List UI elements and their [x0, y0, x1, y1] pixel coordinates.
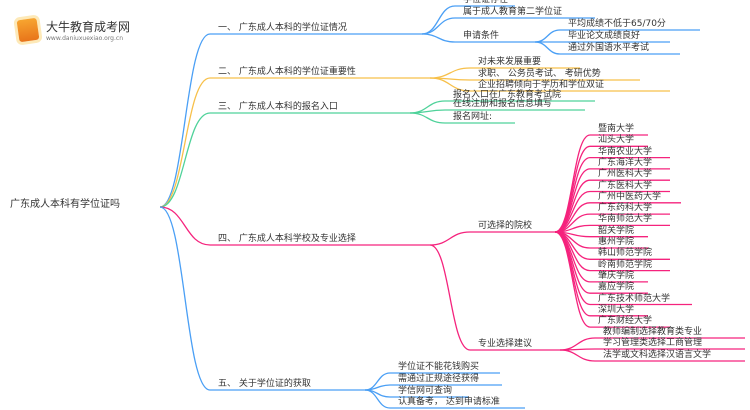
b3-item[interactable]: 报名网址:: [453, 112, 493, 122]
school-item[interactable]: 暨南大学: [598, 124, 635, 134]
school-item[interactable]: 惠州学院: [598, 237, 635, 247]
branch-line: [159, 206, 365, 391]
branch-1[interactable]: 一、 广东成人本科的学位证情况: [218, 23, 347, 33]
b1-condition[interactable]: 毕业论文成绩良好: [568, 31, 641, 41]
branch-line: [421, 33, 535, 43]
logo-url: www.daniuxuexiao.org.cn: [46, 35, 123, 42]
school-item[interactable]: 广东海洋大学: [598, 157, 653, 168]
school-item[interactable]: 广东药科大学: [598, 203, 653, 214]
branch-line: [534, 41, 680, 55]
school-item[interactable]: 广东医科大学: [598, 180, 653, 191]
school-item[interactable]: 汕头大学: [598, 135, 635, 146]
logo-name: 大牛教育成考网: [46, 20, 131, 34]
major-item[interactable]: 学习管理类选择工商管理: [603, 338, 703, 348]
school-item[interactable]: 华南农业大学: [598, 146, 653, 157]
branch-line: [364, 389, 525, 409]
major-item[interactable]: 教师编制选择教育类专业: [603, 327, 703, 337]
branch-4[interactable]: 四、 广东成人本科学校及专业选择: [218, 234, 356, 244]
school-item[interactable]: 华南师范大学: [598, 214, 653, 225]
b1-item[interactable]: 申请条件: [463, 31, 500, 41]
school-item[interactable]: 肇庆学院: [598, 270, 635, 281]
school-item[interactable]: 韩山师范学院: [598, 248, 653, 259]
schools-group[interactable]: 可选择的院校: [478, 221, 533, 231]
root-node[interactable]: 广东成人本科有学位证吗: [10, 199, 120, 210]
branch-line: [421, 17, 595, 35]
school-item[interactable]: 深圳大学: [598, 304, 635, 315]
school-item[interactable]: 广州中医药大学: [598, 191, 662, 202]
school-item[interactable]: 嘉应学院: [598, 282, 635, 293]
branch-line: [429, 77, 670, 92]
branch-line: [159, 206, 430, 246]
major-item[interactable]: 法学或文科选择汉语言文学: [603, 350, 712, 360]
b2-item[interactable]: 求职、 公务员考试、 考研优势: [478, 69, 601, 79]
branch-line: [554, 231, 670, 328]
book-icon: [16, 17, 40, 43]
school-item[interactable]: 岭南师范学院: [598, 259, 653, 270]
school-item[interactable]: 广东技术师范大学: [598, 293, 671, 304]
b5-item[interactable]: 认真备考， 达到申请标准: [398, 397, 500, 407]
logo: 大牛教育成考网 www.daniuxuexiao.org.cn: [16, 17, 131, 43]
branch-line: [159, 112, 410, 208]
b1-item[interactable]: 学位证存在: [463, 0, 509, 5]
branch-line: [159, 33, 422, 208]
school-item[interactable]: 广州医科大学: [598, 169, 653, 180]
b1-condition[interactable]: 通过外国语水平考试: [568, 43, 650, 53]
b5-item[interactable]: 需通过正规途径获得: [398, 374, 480, 384]
b2-item[interactable]: 对未来发展重要: [478, 57, 542, 67]
branch-line: [159, 77, 430, 208]
b3-item[interactable]: 报名入口在广东教育考试院: [453, 90, 562, 100]
branch-line: [409, 109, 585, 114]
branch-line: [409, 112, 515, 124]
branch-line: [429, 231, 555, 246]
b2-item[interactable]: 企业招聘倾向于学历和学位双证: [478, 80, 605, 90]
b1-item[interactable]: 属于成人教育第二学位证: [463, 7, 563, 17]
branch-3[interactable]: 三、 广东成人本科的报名入口: [218, 102, 338, 112]
majors-group[interactable]: 专业选择建议: [478, 339, 533, 349]
b1-condition[interactable]: 平均成绩不低于65/70分: [568, 19, 666, 29]
b3-item[interactable]: 在线注册和报名信息填写: [453, 99, 553, 109]
school-item[interactable]: 广东财经大学: [598, 316, 653, 327]
branch-5[interactable]: 五、 关于学位证的获取: [218, 379, 311, 389]
school-item[interactable]: 韶关学院: [598, 225, 635, 236]
b5-item[interactable]: 学信网可查询: [398, 386, 453, 396]
branch-line: [559, 349, 745, 362]
branch-2[interactable]: 二、 广东成人本科的学位证重要性: [218, 67, 356, 77]
branch-line: [429, 244, 560, 351]
b5-item[interactable]: 学位证不能花钱购买: [398, 362, 480, 372]
